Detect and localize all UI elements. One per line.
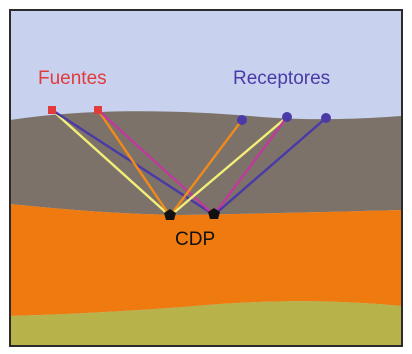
- receiver-2-marker: [282, 112, 292, 122]
- ray-up-r1-orange: [169, 119, 243, 217]
- reflector-layer: [10, 204, 402, 316]
- ray-paths: [51, 108, 327, 217]
- ray-s2-down-orange: [97, 109, 171, 217]
- upper-rock-layer: [10, 111, 402, 215]
- sources-label: Fuentes: [38, 68, 107, 89]
- receivers-label: Receptores: [233, 68, 330, 89]
- ray-s1-down-yellow: [51, 109, 171, 217]
- ray-up-r2-magenta: [213, 116, 288, 216]
- source-2-marker: [94, 106, 102, 114]
- receiver-1-marker: [237, 115, 247, 125]
- diagram-frame: [9, 9, 403, 347]
- ray-up-r2-yellow: [169, 116, 288, 217]
- source-1-marker: [48, 106, 56, 114]
- lower-rock-layer: [10, 301, 402, 346]
- ray-s2-down-magenta: [97, 109, 215, 216]
- ray-up-r3-indigo: [213, 117, 327, 216]
- cdp-1-marker: [164, 209, 176, 220]
- cdp-2-marker: [208, 208, 220, 219]
- receiver-3-marker: [321, 113, 331, 123]
- cdp-label: CDP: [175, 229, 215, 250]
